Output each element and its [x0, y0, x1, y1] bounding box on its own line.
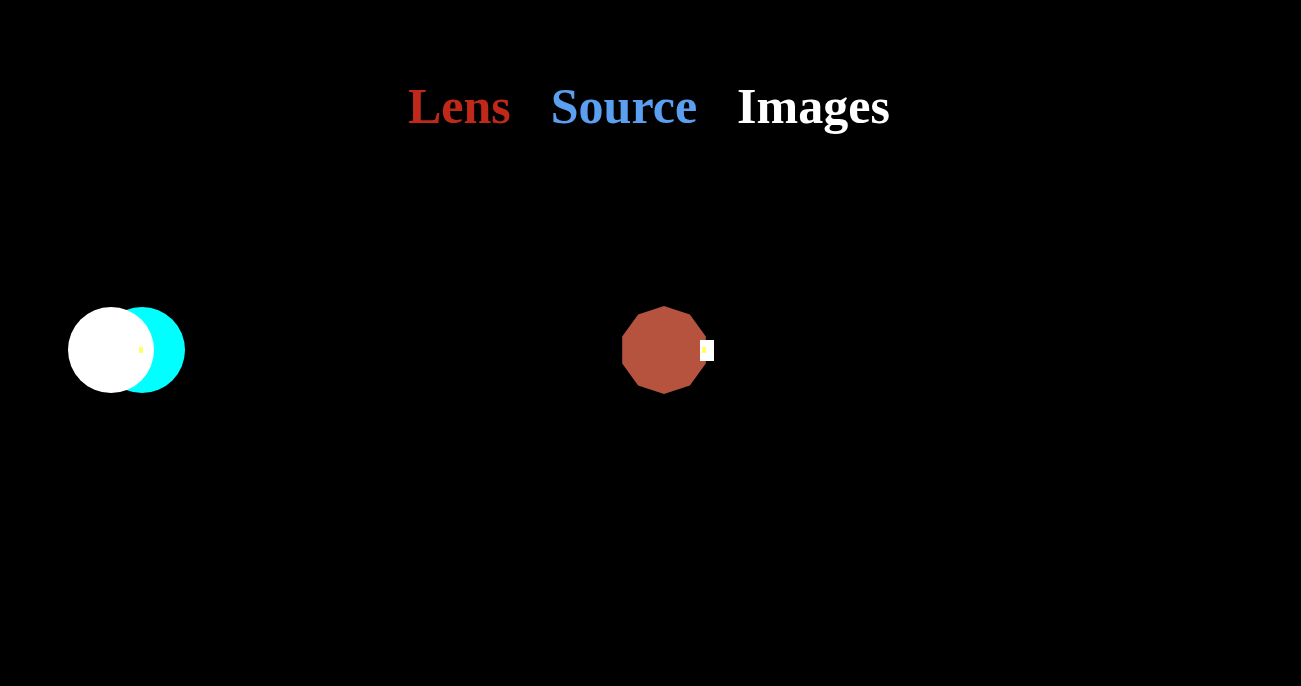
source-label: Source [551, 76, 697, 136]
image-disk [68, 307, 154, 393]
sky-background [12, 10, 1301, 686]
counter-image [700, 340, 714, 361]
source-center-dot [139, 347, 143, 353]
images-label: Images [737, 76, 890, 136]
counter-image-dot [702, 347, 706, 353]
label-row: Lens Source Images [408, 76, 930, 136]
lens-body [622, 306, 706, 394]
lens-label: Lens [408, 76, 511, 136]
